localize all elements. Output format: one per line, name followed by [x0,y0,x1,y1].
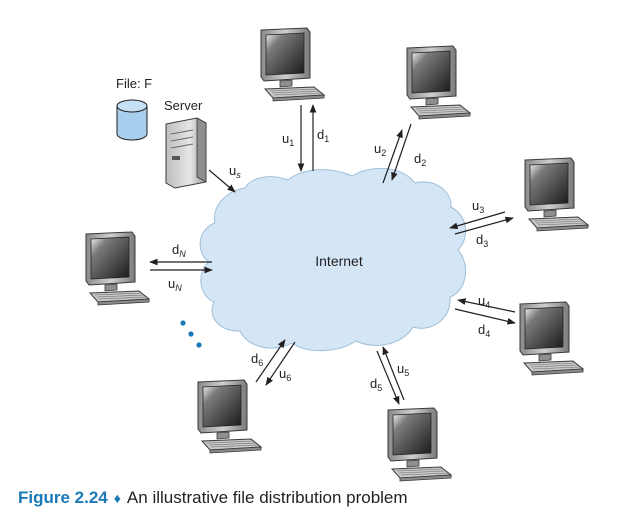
peer-6-computer-icon [197,379,262,454]
peer-3-upload-arrow [449,211,506,230]
peer-4-download-arrow [454,308,516,325]
peer-5-computer-icon [387,407,452,482]
database-cylinder-icon [116,99,148,141]
server-upload-label: us [229,163,241,180]
peer-1-upload-label: u1 [282,131,294,148]
peer-2-download-label: d2 [414,151,426,168]
figure-number: Figure 2.24 [18,488,108,507]
peer-4-download-label: d4 [478,322,490,339]
internet-label: Internet [315,253,363,269]
peer-n-download-label: dN [172,242,186,259]
peer-3-download-arrow [454,216,514,235]
peer-3-computer-icon [524,157,589,232]
more-peers-ellipsis [180,320,202,348]
peer-2-download-arrow [391,123,412,181]
peer-6-upload-arrow [255,339,286,383]
peer-6-upload-label: u6 [279,366,291,383]
peer-6-download-label: d6 [251,351,263,368]
peer-3-download-label: d3 [476,232,488,249]
peer-5-download-label: d5 [370,376,382,393]
peer-5-upload-label: u5 [397,361,409,378]
peer-5-upload-arrow [382,346,405,401]
server-tower-icon [165,117,207,189]
figure-caption: Figure 2.24 ♦ An illustrative file distrib… [18,488,408,508]
caption-separator: ♦ [113,490,121,506]
peer-4-computer-icon [519,301,584,376]
peer-4-upload-arrow [457,298,516,313]
peer-2-computer-icon [406,45,471,120]
file-label: File: F [116,76,152,91]
server-upload-arrow [208,169,236,193]
peer-n-upload-label: uN [168,276,182,293]
peer-n-computer-icon [85,231,150,306]
peer-2-upload-label: u2 [374,141,386,158]
peer-4-upload-label: u4 [478,293,490,310]
peer-1-computer-icon [260,27,325,102]
peer-3-upload-label: u3 [472,198,484,215]
peer-5-download-arrow [376,350,400,405]
caption-text: An illustrative file distribution proble… [126,488,408,507]
peer-6-download-arrow [265,341,296,386]
peer-1-download-label: d1 [317,127,329,144]
internet-cloud [199,167,467,352]
peer-2-upload-arrow [382,129,403,184]
server-label: Server [164,98,203,113]
